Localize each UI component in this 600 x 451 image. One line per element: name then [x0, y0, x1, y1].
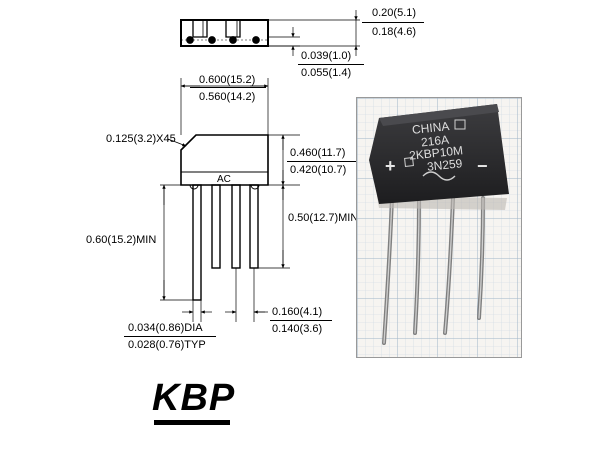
- ac-label: AC: [217, 174, 231, 185]
- fraction-rule: [287, 161, 359, 162]
- chamfer-label: 0.125(3.2)X45: [106, 133, 176, 145]
- pitch-lower-label: 0.140(3.6): [272, 323, 323, 335]
- body-height-lower-label: 0.420(10.7): [290, 164, 347, 176]
- front-view-body: [180, 134, 269, 190]
- minus-marking: −: [477, 156, 488, 176]
- top-view: [180, 19, 269, 47]
- fraction-rule: [270, 320, 332, 321]
- pitch-upper-label: 0.160(4.1): [272, 306, 323, 318]
- top-lead-lower-label: 0.055(1.4): [301, 67, 352, 79]
- front-view-dimensions: [160, 78, 300, 322]
- front-view-leads: [192, 184, 259, 301]
- body-height-upper-label: 0.460(11.7): [290, 147, 346, 159]
- top-height-upper-label: 0.20(5.1): [372, 7, 417, 19]
- right-lead-length-label: 0.50(12.7)MIN: [288, 212, 359, 224]
- dia-upper-label: 0.034(0.86)DIA: [128, 322, 203, 334]
- width-upper-label: 0.600(15.2): [199, 74, 256, 86]
- package-title: KBP: [152, 377, 236, 419]
- fraction-rule: [298, 64, 364, 65]
- left-lead-length-label: 0.60(15.2)MIN: [86, 234, 157, 246]
- title-underline: [154, 420, 230, 425]
- fraction-rule: [190, 87, 266, 88]
- top-lead-upper-label: 0.039(1.0): [301, 50, 352, 62]
- width-lower-label: 0.560(14.2): [199, 91, 256, 103]
- photo-leads: [382, 196, 485, 345]
- fraction-rule: [362, 22, 424, 23]
- fraction-rule: [124, 336, 216, 337]
- component-photo: CHINA 216A 2KBP10M 3N259 + −: [356, 97, 522, 358]
- marking-line-4: 3N259: [426, 156, 464, 174]
- component-photo-drawing: [357, 98, 521, 357]
- dia-lower-label: 0.028(0.76)TYP: [128, 339, 206, 351]
- top-height-lower-label: 0.18(4.6): [372, 26, 417, 38]
- top-view-dimensions: [268, 10, 360, 56]
- plus-marking: +: [385, 156, 396, 176]
- component-body: [369, 104, 509, 204]
